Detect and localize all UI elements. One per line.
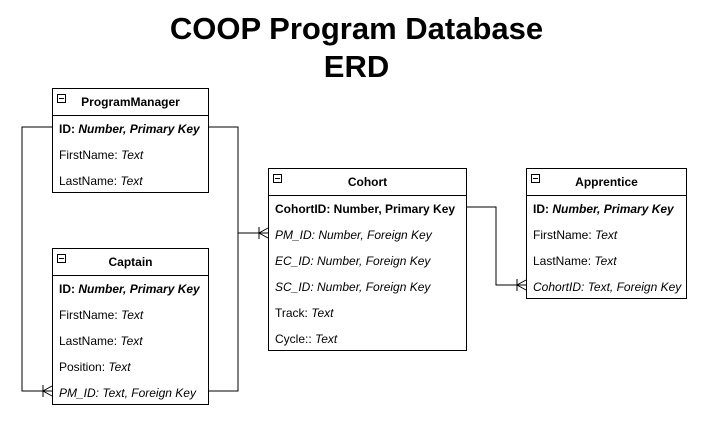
field-label: FirstName: (59, 308, 122, 322)
entity-name: Apprentice (575, 175, 638, 189)
entity-header: Cohort (269, 169, 466, 196)
entity-header: Apprentice (527, 169, 686, 196)
field-type: Number, Primary Key (333, 202, 456, 216)
entity-name: ProgramManager (81, 95, 180, 109)
entity-header: Captain (53, 249, 208, 276)
field-label: PM_ID: (59, 386, 103, 400)
diagram-title-line-2: ERD (323, 49, 390, 84)
field-row[interactable]: LastName: Text (527, 248, 686, 274)
field-row[interactable]: FirstName: Text (527, 222, 686, 248)
field-label: LastName: (59, 334, 121, 348)
collapse-icon[interactable] (273, 174, 282, 183)
field-type: Text (120, 334, 143, 348)
field-row[interactable]: ID: Number, Primary Key (527, 196, 686, 222)
field-label: ID: (533, 202, 553, 216)
field-label: ID: (59, 282, 79, 296)
field-type: Text (121, 148, 144, 162)
field-row[interactable]: CohortID: Text, Foreign Key (527, 274, 686, 300)
field-row[interactable]: ID: Number, Primary Key (53, 116, 208, 142)
field-row[interactable]: FirstName: Text (53, 142, 208, 168)
relation-pm-cohort (208, 126, 268, 234)
field-label: LastName: (59, 174, 121, 188)
field-label: CohortID: (533, 280, 588, 294)
field-label: EC_ID: (275, 254, 318, 268)
field-type: Text (315, 332, 338, 346)
field-type: Text, Foreign Key (102, 386, 196, 400)
field-label: ID: (59, 122, 79, 136)
diagram-title: COOP Program Database ERD (0, 10, 713, 86)
collapse-icon[interactable] (531, 174, 540, 183)
field-label: Position: (59, 360, 109, 374)
field-type: Text (595, 228, 618, 242)
relation-cohort-apprentice (466, 206, 526, 286)
entity-cohort[interactable]: Cohort CohortID: Number, Primary Key PM_… (268, 168, 467, 351)
field-row[interactable]: Cycle:: Text (269, 326, 466, 352)
field-type: Number, Primary Key (78, 122, 200, 136)
diagram-title-line-1: COOP Program Database (169, 11, 544, 46)
entity-programmanager[interactable]: ProgramManager ID: Number, Primary Key F… (52, 88, 209, 193)
field-row[interactable]: PM_ID: Number, Foreign Key (269, 222, 466, 248)
field-type: Text (311, 306, 334, 320)
field-type: Text (594, 254, 617, 268)
field-type: Number, Foreign Key (317, 280, 431, 294)
field-row[interactable]: ID: Number, Primary Key (53, 276, 208, 302)
collapse-icon[interactable] (57, 94, 66, 103)
field-label: Cycle:: (275, 332, 316, 346)
field-label: FirstName: (533, 228, 596, 242)
field-type: Text (120, 174, 143, 188)
field-label: LastName: (533, 254, 595, 268)
field-row[interactable]: CohortID: Number, Primary Key (269, 196, 466, 222)
relation-pm-captain (21, 126, 52, 392)
entity-apprentice[interactable]: Apprentice ID: Number, Primary Key First… (526, 168, 687, 299)
field-row[interactable]: LastName: Text (53, 168, 208, 194)
field-row[interactable]: SC_ID: Number, Foreign Key (269, 274, 466, 300)
field-type: Number, Primary Key (552, 202, 674, 216)
field-type: Number, Primary Key (78, 282, 200, 296)
entity-name: Cohort (347, 175, 388, 189)
field-row[interactable]: PM_ID: Text, Foreign Key (53, 380, 208, 406)
field-type: Text (108, 360, 131, 374)
field-label: FirstName: (59, 148, 122, 162)
relation-captain-pm (208, 233, 239, 392)
crowfoot-apprentice-cohort (515, 279, 527, 291)
field-type: Text (121, 308, 144, 322)
field-label: PM_ID: (275, 228, 319, 242)
crowfoot-captain-pm (41, 385, 53, 397)
collapse-icon[interactable] (57, 254, 66, 263)
crowfoot-cohort-pm (257, 227, 269, 239)
field-row[interactable]: Position: Text (53, 354, 208, 380)
entity-name: Captain (108, 255, 153, 269)
entity-captain[interactable]: Captain ID: Number, Primary Key FirstNam… (52, 248, 209, 405)
entity-header: ProgramManager (53, 89, 208, 116)
field-type: Number, Foreign Key (318, 228, 432, 242)
field-label: SC_ID: (275, 280, 318, 294)
field-row[interactable]: Track: Text (269, 300, 466, 326)
field-type: Text, Foreign Key (587, 280, 682, 294)
field-label: CohortID: (275, 202, 334, 216)
field-label: Track: (275, 306, 312, 320)
field-row[interactable]: EC_ID: Number, Foreign Key (269, 248, 466, 274)
field-type: Number, Foreign Key (317, 254, 431, 268)
field-row[interactable]: FirstName: Text (53, 302, 208, 328)
field-row[interactable]: LastName: Text (53, 328, 208, 354)
